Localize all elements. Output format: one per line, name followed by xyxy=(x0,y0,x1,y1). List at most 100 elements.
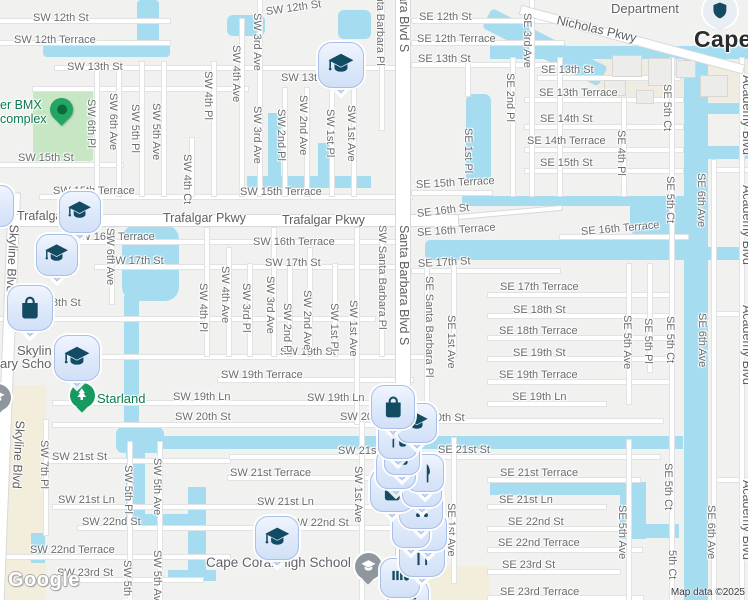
generic-pin-marker[interactable] xyxy=(0,185,14,233)
road xyxy=(425,264,429,424)
street-label: SW 15th Terrace xyxy=(240,186,322,198)
street-label: SW 6th Ave xyxy=(104,228,117,286)
park-pin-marker[interactable] xyxy=(44,93,78,126)
water-canal xyxy=(684,52,708,600)
street-label: SW 2nd Ave xyxy=(297,95,310,156)
department-poi-marker[interactable] xyxy=(703,0,737,33)
street-label: SW 3rd Pl xyxy=(240,283,253,333)
water-canal xyxy=(227,15,265,36)
road xyxy=(205,228,209,356)
road xyxy=(670,58,674,600)
school-poi-marker[interactable] xyxy=(0,383,11,416)
road xyxy=(740,58,744,600)
road xyxy=(712,478,748,482)
street-label: SW 1st Ave xyxy=(345,105,358,162)
road xyxy=(355,228,359,424)
school-pin-marker[interactable] xyxy=(318,42,364,94)
street-label: SW 16th Terrace xyxy=(253,236,335,248)
road xyxy=(44,420,48,535)
street-label: SW 19th Ln xyxy=(307,392,365,404)
road xyxy=(230,455,430,459)
street-label: SW 5th Ave xyxy=(151,550,164,600)
shopping-bag-pin-marker[interactable] xyxy=(371,385,415,435)
street-label: SW 22nd St xyxy=(82,516,141,528)
road xyxy=(412,269,560,273)
street-label: SE 22nd St xyxy=(508,516,564,528)
street-label: SW 5th Pl xyxy=(121,560,134,600)
water-canal xyxy=(694,146,748,159)
street-label: SE 22nd Terrace xyxy=(498,537,580,549)
street-label: Academy Blvd xyxy=(739,75,748,155)
water-canal xyxy=(708,103,748,114)
street-label: SW 2nd Pl xyxy=(275,109,288,161)
street-label: SW 17th St xyxy=(108,255,164,267)
road xyxy=(0,317,375,321)
street-label: SE 5th Ct xyxy=(662,463,675,511)
street-label: SW 2nd Ave xyxy=(301,290,314,351)
road xyxy=(45,459,230,463)
road xyxy=(140,62,144,196)
road xyxy=(488,527,626,531)
street-label: SW 22nd St xyxy=(290,517,349,529)
street-label: SW 22nd Terrace xyxy=(30,544,115,556)
school-pin-marker[interactable] xyxy=(36,234,78,282)
park-label: er BMX xyxy=(0,98,42,112)
road xyxy=(78,526,403,530)
road xyxy=(55,240,395,244)
road xyxy=(466,58,470,96)
road xyxy=(212,62,216,196)
road xyxy=(488,548,642,552)
road xyxy=(0,555,230,559)
street-label: SW 1st Pl xyxy=(324,109,337,158)
shopping-bag-pin-marker[interactable] xyxy=(7,285,53,337)
street-label: Skyline Blvd xyxy=(3,224,21,294)
water-canal xyxy=(268,113,281,179)
park-poi-marker[interactable] xyxy=(69,382,95,413)
road xyxy=(622,98,626,196)
street-label: SE 14th St xyxy=(540,113,593,125)
road xyxy=(128,442,132,600)
street-label: Santa Barbara Blvd S xyxy=(396,225,411,346)
road xyxy=(227,248,231,356)
street-label: SE 5th Ct xyxy=(664,176,677,224)
building-footprint xyxy=(676,60,696,78)
road xyxy=(488,336,672,340)
street-label: SE 1st Pl xyxy=(462,128,475,174)
street-label: SW 21st Terrace xyxy=(230,467,312,479)
street-label: SE 5th Pl xyxy=(642,318,655,364)
water-canal xyxy=(137,0,159,48)
road xyxy=(428,455,660,459)
road xyxy=(488,314,672,318)
grad-icon xyxy=(255,516,299,560)
road xyxy=(0,163,123,167)
school-pin-marker[interactable] xyxy=(255,516,299,566)
street-label: SE 18th St xyxy=(513,304,566,316)
road xyxy=(110,228,114,304)
road xyxy=(488,357,672,361)
school-pin-marker[interactable] xyxy=(54,335,100,387)
road xyxy=(240,19,244,196)
road xyxy=(0,19,170,23)
road xyxy=(627,264,631,404)
street-label: SE 4th Pl xyxy=(615,130,628,176)
school-pin-marker[interactable] xyxy=(59,191,101,239)
street-label: SE 23rd St xyxy=(502,559,556,571)
road xyxy=(525,98,683,102)
street-label: SW 21st Ln xyxy=(257,496,314,508)
street-label: Trafalgar Pkwy xyxy=(282,213,365,227)
road xyxy=(525,169,683,173)
road xyxy=(95,355,430,359)
poi-label: ary School xyxy=(0,356,62,371)
street-label: SW 4th Ave xyxy=(230,45,243,103)
school-poi-marker[interactable] xyxy=(354,552,382,585)
water-canal xyxy=(43,44,170,57)
road xyxy=(248,264,252,356)
road xyxy=(452,438,456,583)
grad-icon xyxy=(36,234,78,276)
street-label: SW 15th St xyxy=(18,152,74,164)
street-label: SW 12th St xyxy=(33,12,89,24)
road xyxy=(712,312,748,316)
water-canal xyxy=(318,143,331,179)
street-label: SW 3rd Ave xyxy=(251,106,264,164)
